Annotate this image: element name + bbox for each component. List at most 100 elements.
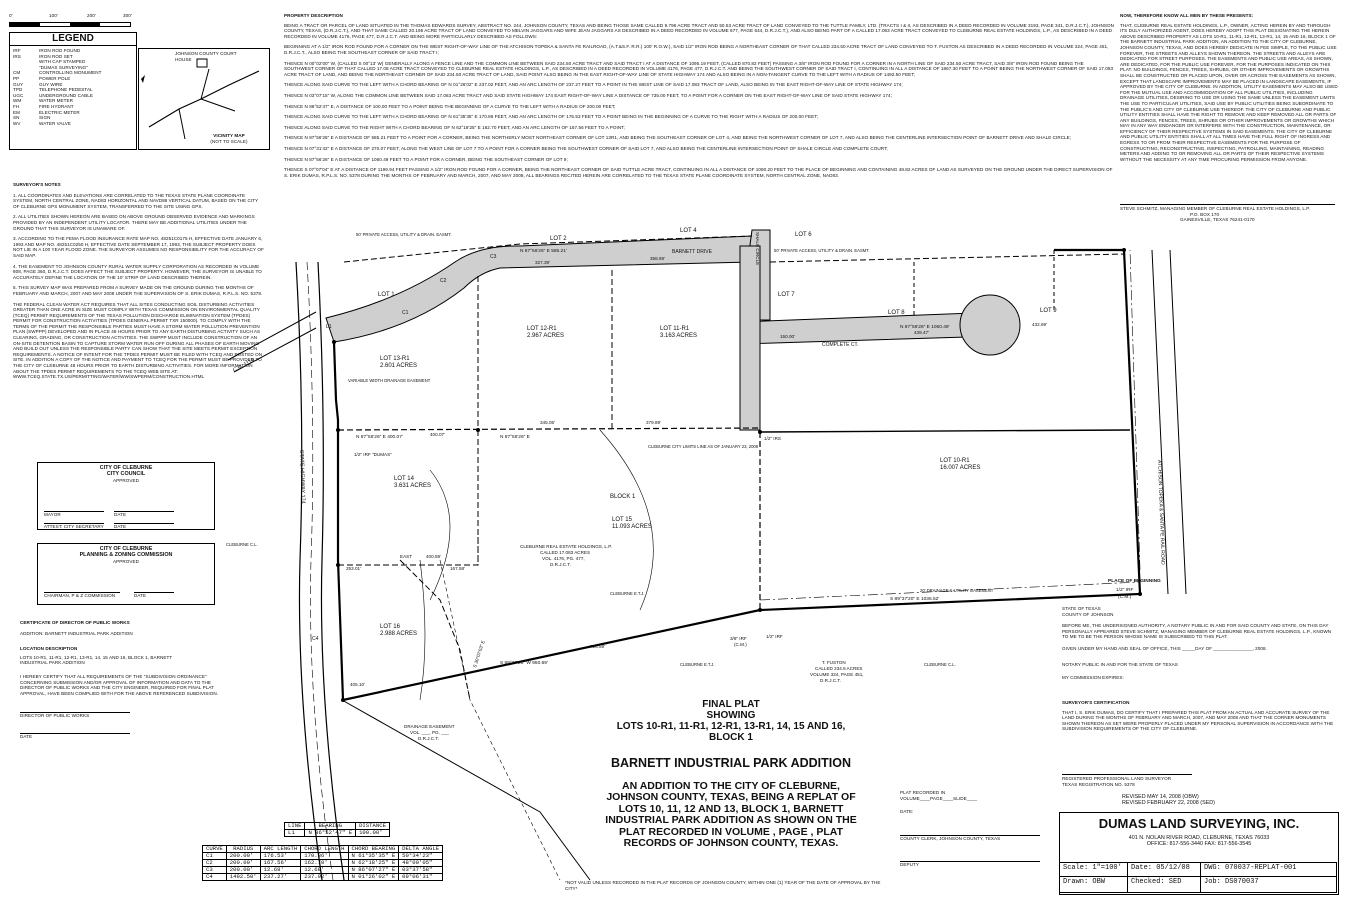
pw-heading: CERTIFICATE OF DIRECTOR OF PUBLIC WORKS: [20, 620, 130, 625]
lot-label: LOT 8: [888, 310, 905, 316]
dim-label: 439.47': [914, 330, 929, 335]
utility-easement-label: 20' DRAINAGE & UTILITY EASEMENT: [920, 588, 994, 593]
table-cell: C4: [202, 873, 227, 881]
lot-14-label: LOT 14: [394, 476, 415, 482]
lot-label: LOT 2: [550, 236, 567, 242]
plat-showing: SHOWING: [706, 710, 756, 721]
pob-label: PLACE OF BEGINNING: [1108, 578, 1161, 584]
lot-label: LOT 7: [778, 292, 795, 298]
notary-line: NOTARY PUBLIC IN AND FOR THE STATE OF TE…: [1062, 661, 1178, 667]
drjct-label: D.R.J.C.T.: [550, 562, 571, 567]
legend-desc: WATER VALVE: [39, 120, 72, 126]
fuston-acres: CALLED 234.5 ACRES: [815, 666, 863, 671]
dim-label: 150.00': [780, 334, 795, 339]
dim-label: 400.07': [430, 432, 445, 437]
highway-174-west-edge: [295, 261, 323, 881]
company-title-block: DUMAS LAND SURVEYING, INC. 401 N. NOLAN …: [1059, 812, 1339, 895]
pw-location: LOTS 10-R1, 11-R1, 12-R1, 13-R1, 14, 15 …: [20, 654, 173, 660]
lot-16-label: LOT 16: [380, 624, 401, 630]
complete-ct-label: COMPLETE CT.: [822, 342, 858, 348]
variable-easement-label: VARIABLE WIDTH DRAINAGE EASEMENT: [348, 378, 431, 383]
public-works-certificate: CERTIFICATE OF DIRECTOR OF PUBLIC WORKS …: [20, 620, 225, 740]
legend-code: TPD: [13, 87, 23, 93]
lot-13r1-acres: 2.601 ACRES: [380, 363, 417, 369]
monument-label: (C.M.): [734, 642, 747, 647]
legend-desc: TELEPHONE PEDESTAL: [39, 87, 93, 93]
highway-174-east-edge: [317, 261, 345, 881]
lot-12r1-label: LOT 12-R1: [527, 326, 557, 332]
barnett-drive-label: BARNETT DRIVE: [672, 249, 713, 255]
plat-title-block: FINAL PLAT SHOWING LOTS 10-R1, 11-R1, 12…: [588, 699, 874, 743]
legend-code: WV: [13, 120, 21, 126]
property-description-paragraph: THENCE ALONG SAID CURVE TO THE LEFT WITH…: [284, 82, 903, 88]
legend-desc: CONTROLLING MONUMENT: [39, 70, 102, 76]
legend-desc: "DUMAS SURVEYING": [39, 64, 88, 70]
cr-1118-road: [227, 311, 317, 361]
property-description-paragraph: THENCE S 07°07'04" E AT A DISTANCE OF 11…: [284, 167, 1113, 178]
block-label: BLOCK 1: [610, 494, 636, 500]
pw-addition: ADDITION: BARNETT INDUSTRIAL PARK ADDITI…: [20, 630, 133, 636]
legend-code: CM: [13, 70, 21, 76]
city-limit-label: CLEBURNE C.L.: [924, 662, 956, 667]
surveyor-note: 3. ACCORDING TO THE FEMA FLOOD INSURANCE…: [13, 236, 264, 258]
bearing-label: N 87°56'26" E 1060.49': [900, 324, 950, 330]
monument-label: 1/2" IRS: [764, 436, 781, 441]
legend-item: WV WATER VALVE: [13, 121, 133, 127]
property-description-paragraphs: BEING A TRACT OR PARCEL OF LAND SITUATED…: [284, 23, 1114, 179]
cul-de-sac: [959, 294, 1021, 356]
pw-certify: I HEREBY CERTIFY THAT ALL REQUIREMENTS O…: [20, 673, 219, 696]
surveyor-cert-body: THAT I, S. ERIK DUMAS, DO CERTIFY THAT I…: [1062, 709, 1334, 732]
bearing-label: S 30°07'03" E: [472, 640, 486, 669]
surveyor-note: 4. THE EASEMENT TO JOHNSON COUNTY RURAL …: [13, 263, 262, 280]
table-cell: 09°06'31": [398, 873, 444, 881]
surveyor-note: 1. ALL COORDINATES AND ELEVATIONS ARE CO…: [13, 192, 259, 209]
vicinity-caption: VICINITY MAP: [213, 133, 245, 138]
legend-code: IRS: [13, 53, 21, 59]
highway-label: STATE HIGHWAY 174: [298, 450, 306, 504]
bearing-label: N 87°56'26" E 585.21': [520, 248, 567, 254]
cr-1118-label: C.R. 1118: [232, 357, 256, 373]
fuston-label: T. FUSTON: [822, 660, 846, 665]
fuston-drjct: D.R.J.C.T.: [820, 678, 841, 683]
dedication-statement: NOW, THEREFORE KNOW ALL MEN BY THESE PRE…: [1120, 13, 1338, 213]
drainage-easement-line: [341, 699, 591, 881]
table-cell: 1492.50': [225, 873, 261, 881]
property-description-paragraph: THENCE ALONG SAID CURVE TO THE LEFT WITH…: [284, 114, 818, 120]
city-council-title: CITY OF CLEBURNE: [99, 465, 153, 471]
surveyor-note: 5. THIS SURVEY MAP WAS PREPARED FROM A S…: [13, 285, 263, 296]
surveyors-notes-list: 1. ALL COORDINATES AND ELEVATIONS ARE CO…: [13, 193, 265, 380]
bearing-label: N 87°56'26" E: [500, 434, 530, 440]
desc-line: INDUSTRIAL PARK ADDITION AS SHOWN ON THE: [605, 814, 857, 827]
monument-label: 1/2" IRF: [766, 634, 783, 639]
legend-item: "DUMAS SURVEYING": [13, 65, 133, 71]
surveyor-cert-heading: SURVEYOR'S CERTIFICATION: [1062, 700, 1130, 705]
property-description-paragraph: THENCE N 87°56'26" E A DISTANCE OF 1060.…: [284, 156, 568, 162]
plat-recorded: PLAT RECORDED IN VOLUME____PAGE____SLIDE…: [900, 790, 1050, 868]
scale-tick: 100': [49, 13, 58, 18]
line-label: L1: [326, 324, 332, 330]
etj-label: CLEBURNE E.T.J.: [610, 591, 644, 596]
dim-label: 345.05': [540, 420, 555, 425]
dim-label: 358.69': [650, 256, 665, 261]
surveyors-notes-heading: SURVEYOR'S NOTES: [13, 182, 61, 187]
lot-label: LOT 4: [680, 228, 697, 234]
table-cell: 237.02': [300, 873, 349, 881]
drawing-dwg: DWG: 070037-REPLAT-001: [1200, 862, 1337, 877]
addition-description: AN ADDITION TO THE CITY OF CLEBURNE, JOH…: [586, 780, 876, 849]
legend-code: SN: [13, 115, 20, 121]
legend-code: IRF: [13, 48, 21, 53]
table-cell: L1: [283, 829, 306, 837]
lot-label: LOT 6: [795, 232, 812, 238]
lot-16-acres: 2.988 ACRES: [380, 631, 417, 637]
property-description-paragraph: BEGINNING AT A 1/2" IRON ROD FOUND FOR A…: [284, 44, 1109, 55]
addition-name: BARNETT INDUSTRIAL PARK ADDITION: [610, 756, 852, 770]
pz-chair-sig: CHAIRMAN, P & Z COMMISSION: [44, 592, 120, 599]
notary-body: BEFORE ME, THE UNDERSIGNED AUTHORITY, A …: [1062, 623, 1332, 640]
legend-item: CM CONTROLLING MONUMENT: [13, 70, 133, 76]
called-acres-label: CALLED 17.083 ACRES: [540, 550, 590, 555]
